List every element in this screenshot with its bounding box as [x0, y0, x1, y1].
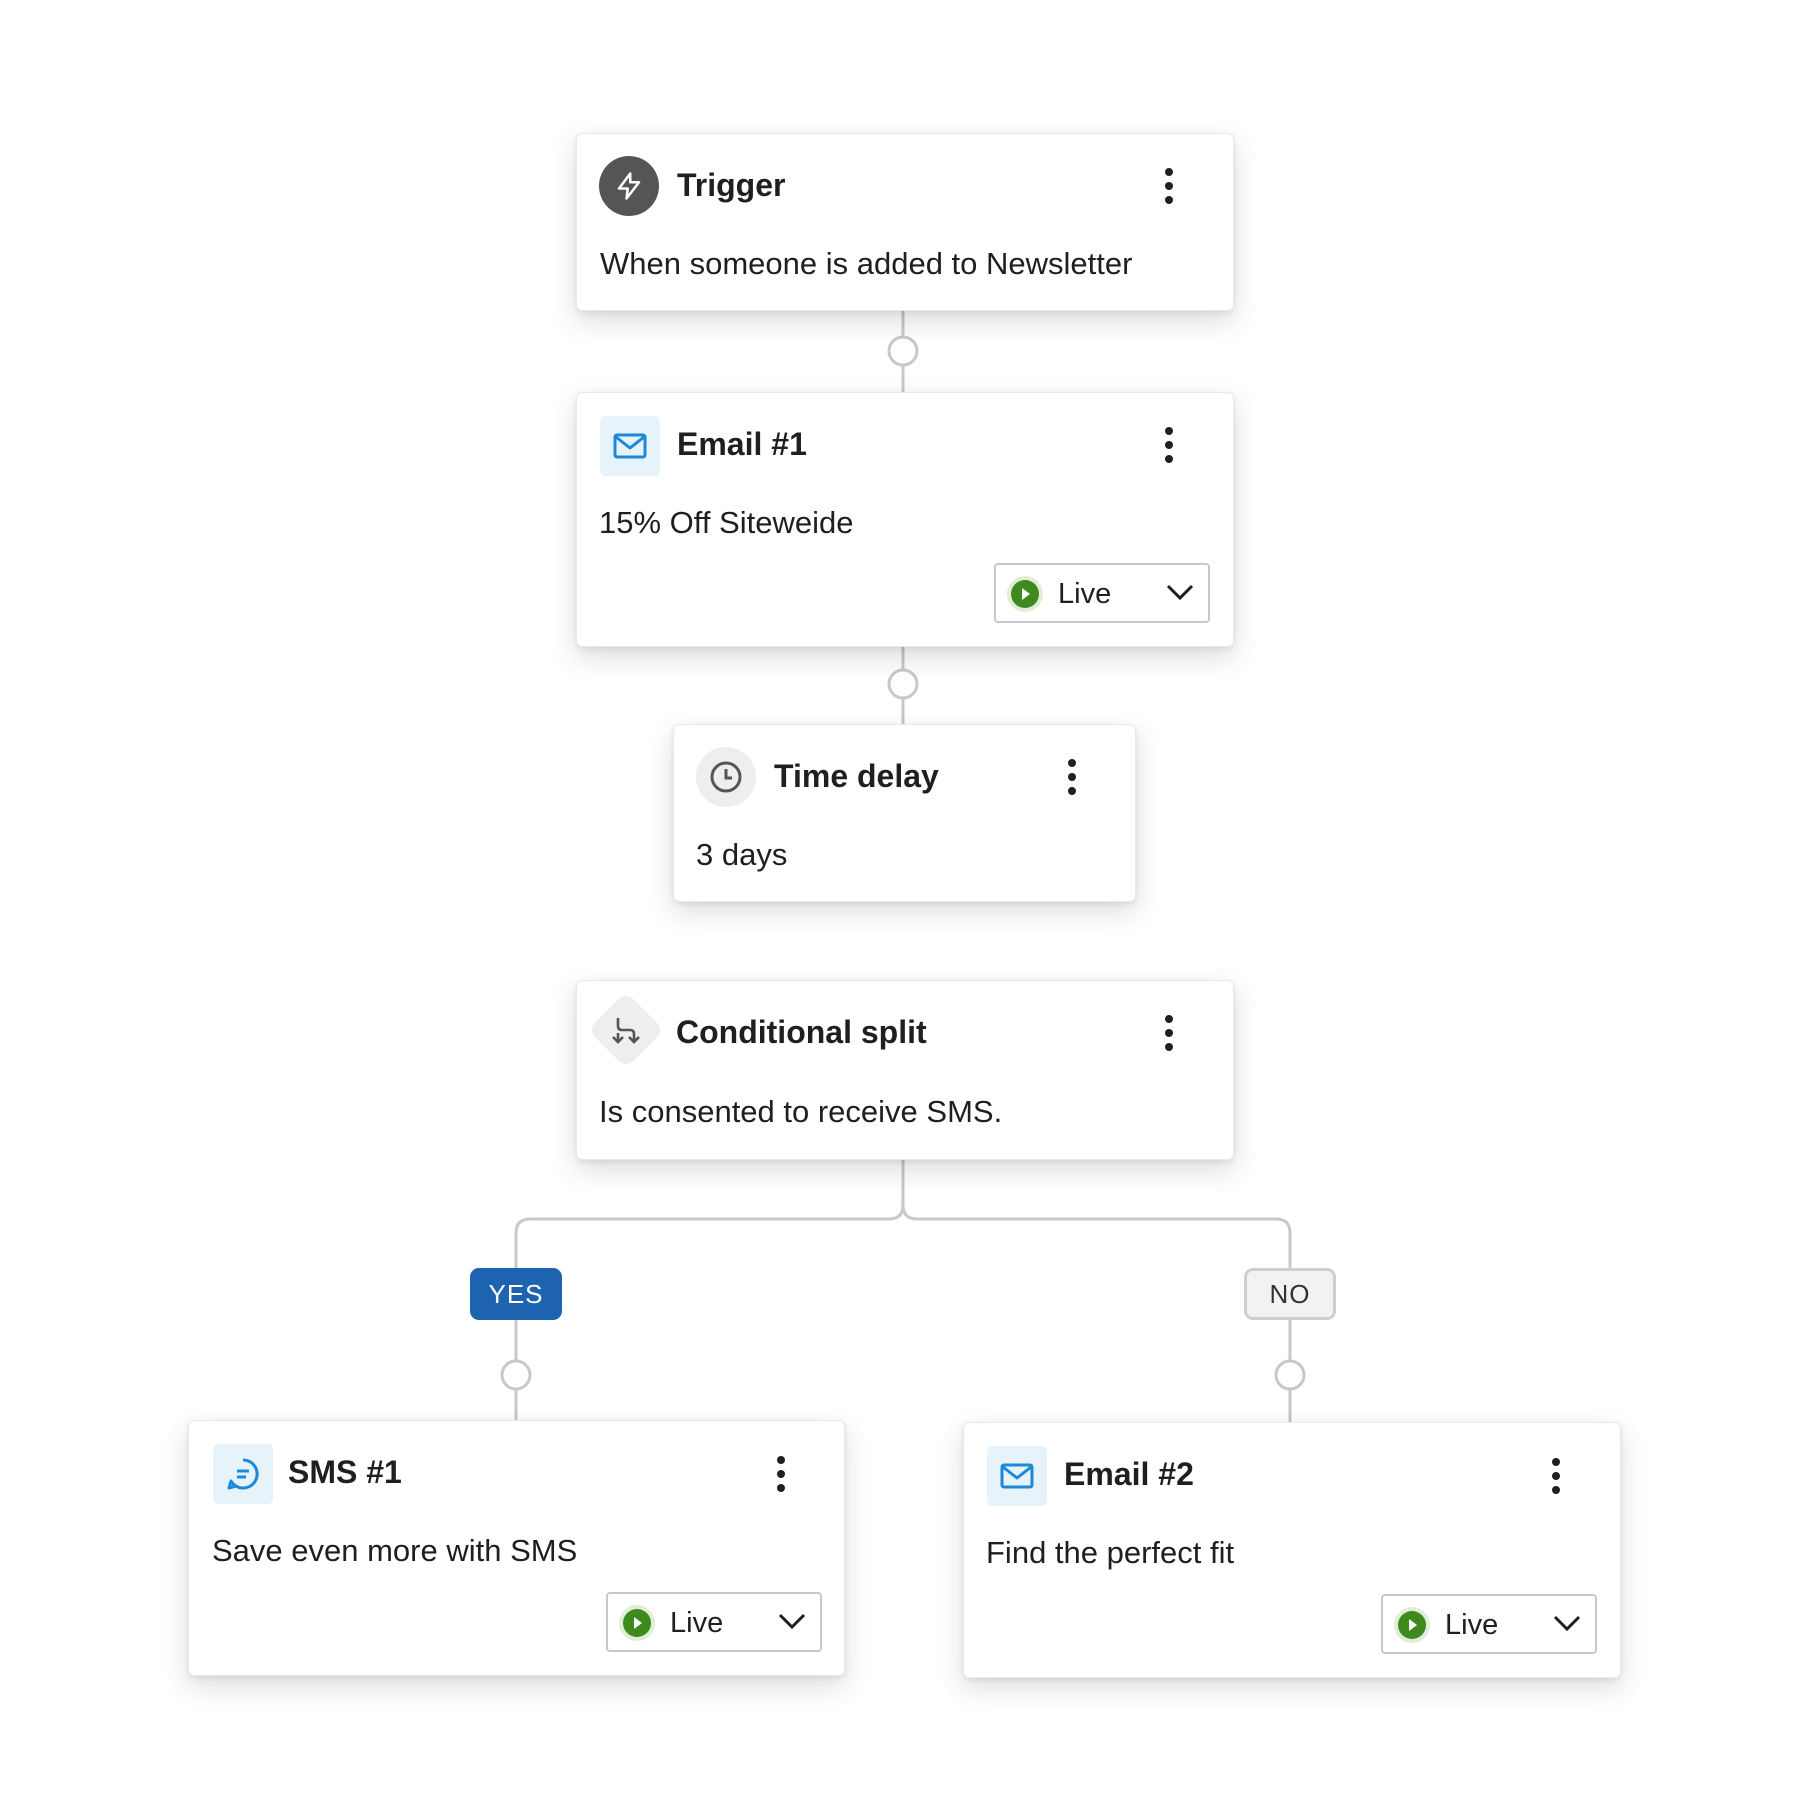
no-branch-label: NO [1244, 1268, 1336, 1320]
email2-more-icon[interactable] [1541, 1453, 1571, 1499]
sms1-card[interactable]: SMS #1 Save even more with SMS Live [188, 1420, 845, 1676]
sms1-status-label: Live [670, 1607, 724, 1639]
email1-status-label: Live [1058, 578, 1112, 610]
email1-title: Email #1 [677, 426, 807, 462]
live-play-icon [1398, 1611, 1426, 1639]
delay-description: 3 days [696, 837, 788, 872]
lightning-icon [599, 156, 659, 216]
live-play-icon [1011, 580, 1039, 608]
email1-description: 15% Off Siteweide [599, 505, 854, 540]
envelope-icon [600, 416, 660, 476]
add-step-node-1 [887, 335, 919, 367]
trigger-card[interactable]: Trigger When someone is added to Newslet… [576, 133, 1234, 311]
chevron-down-icon [1553, 1615, 1581, 1632]
split-description: Is consented to receive SMS. [599, 1094, 1003, 1129]
chevron-down-icon [778, 1613, 806, 1630]
email2-status-select[interactable]: Live [1381, 1594, 1597, 1654]
sms1-status-select[interactable]: Live [606, 1592, 822, 1652]
trigger-title: Trigger [677, 167, 786, 203]
chat-bubble-icon [213, 1444, 273, 1504]
email1-status-select[interactable]: Live [994, 563, 1210, 623]
live-play-icon [623, 1609, 651, 1637]
delay-title: Time delay [774, 758, 939, 794]
split-more-icon[interactable] [1154, 1010, 1184, 1056]
add-step-node-no [1274, 1359, 1306, 1391]
chevron-down-icon [1166, 584, 1194, 601]
branch-line-yes [514, 1204, 905, 1268]
email2-card[interactable]: Email #2 Find the perfect fit Live [963, 1422, 1621, 1678]
split-card[interactable]: Conditional split Is consented to receiv… [576, 980, 1234, 1160]
email2-description: Find the perfect fit [986, 1535, 1235, 1570]
add-step-node-2 [887, 668, 919, 700]
email1-card[interactable]: Email #1 15% Off Siteweide Live [576, 392, 1234, 647]
email2-title: Email #2 [1064, 1456, 1194, 1492]
add-step-node-yes [500, 1359, 532, 1391]
clock-icon [696, 747, 756, 807]
split-title: Conditional split [676, 1014, 927, 1050]
delay-card[interactable]: Time delay 3 days [673, 724, 1136, 902]
sms1-title: SMS #1 [288, 1454, 402, 1490]
trigger-more-icon[interactable] [1154, 163, 1184, 209]
email1-more-icon[interactable] [1154, 422, 1184, 468]
yes-branch-label: YES [470, 1268, 562, 1320]
sms1-description: Save even more with SMS [212, 1533, 578, 1568]
delay-more-icon[interactable] [1057, 754, 1087, 800]
trigger-description: When someone is added to Newsletter [600, 246, 1133, 281]
envelope-icon [987, 1446, 1047, 1506]
branch-line-no [901, 1204, 1292, 1268]
sms1-more-icon[interactable] [766, 1451, 796, 1497]
email2-status-label: Live [1445, 1609, 1499, 1641]
split-arrows-icon [587, 991, 665, 1069]
